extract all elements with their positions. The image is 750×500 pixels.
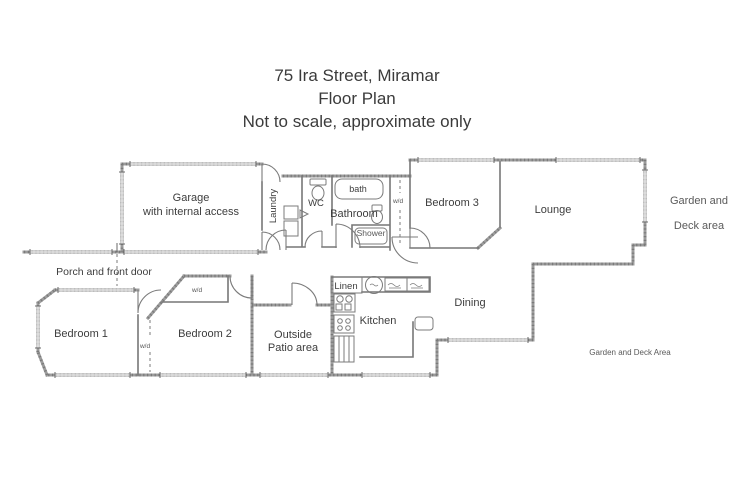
garage-bottom-door (261, 231, 281, 251)
title-address: 75 Ira Street, Miramar (274, 66, 440, 85)
label-garden-bottom: Garden and Deck Area (589, 348, 671, 357)
shower-tray-icon (354, 227, 388, 245)
cooktop-scribble (369, 283, 379, 287)
wc-door (304, 230, 323, 248)
label-garden-right-2: Deck area (674, 220, 725, 232)
front-door (137, 289, 162, 314)
label-patio-line2: Patio area (268, 342, 319, 354)
label-bathroom: Bathroom (330, 208, 378, 220)
label-wc: WC (308, 198, 324, 209)
linen-cupboard-icon (330, 276, 363, 294)
label-patio-line1: Outside (274, 329, 312, 341)
door-arcs (137, 163, 431, 314)
stove-icon (333, 314, 355, 334)
wc-cistern-icon (309, 178, 327, 186)
label-bath: bath (349, 184, 367, 194)
label-lounge: Lounge (535, 204, 572, 216)
kitchen-fixtures (330, 276, 434, 363)
toilet-icon (371, 210, 383, 224)
bedroom3-door (409, 227, 431, 249)
kitchen-sink-icon (333, 293, 356, 313)
bathtub-icon (334, 178, 384, 200)
wc-toilet-icon (311, 185, 325, 201)
garage-top-door (261, 163, 281, 183)
title-block: 75 Ira Street, Miramar Floor Plan Not to… (243, 66, 472, 131)
patio-door (291, 282, 318, 306)
laundry-fixtures (283, 205, 310, 237)
washer-icon (283, 205, 299, 220)
room-labels: Garage with internal access Laundry WC b… (54, 184, 571, 354)
laundry-door (265, 229, 287, 251)
title-floor-plan: Floor Plan (318, 89, 395, 108)
label-bedroom3: Bedroom 3 (425, 197, 479, 209)
label-hall-wd: w/d (392, 198, 404, 205)
label-bedroom1-wd: w/d (139, 343, 151, 350)
handwritten-label-scribble (387, 283, 423, 289)
label-bedroom2: Bedroom 2 (178, 328, 232, 340)
bathroom-fixtures (309, 178, 388, 245)
label-dining: Dining (454, 297, 485, 309)
label-garden-right-1: Garden and (670, 195, 728, 207)
label-bedroom1: Bedroom 1 (54, 328, 108, 340)
hall-door (391, 236, 419, 264)
label-laundry: Laundry (268, 189, 279, 224)
interior-walls (137, 159, 501, 376)
title-disclaimer: Not to scale, approximate only (243, 112, 472, 131)
label-porch: Porch and front door (56, 266, 152, 278)
label-linen: Linen (334, 281, 357, 292)
label-shower: Shower (357, 228, 386, 238)
bedroom2-door (229, 275, 253, 299)
label-garage: Garage (173, 192, 210, 204)
cooktop-icon (365, 276, 383, 294)
label-kitchen: Kitchen (360, 315, 397, 327)
kitchen-bench-icon (414, 316, 434, 331)
label-bedroom2-wd: w/d (191, 287, 203, 294)
outdoor-labels: Porch and front door Garden and Deck are… (56, 195, 728, 357)
label-garage-subtitle: with internal access (142, 206, 239, 218)
laundry-door-glyph (299, 209, 310, 219)
dryer-icon (283, 220, 299, 237)
window-markers (29, 157, 648, 378)
